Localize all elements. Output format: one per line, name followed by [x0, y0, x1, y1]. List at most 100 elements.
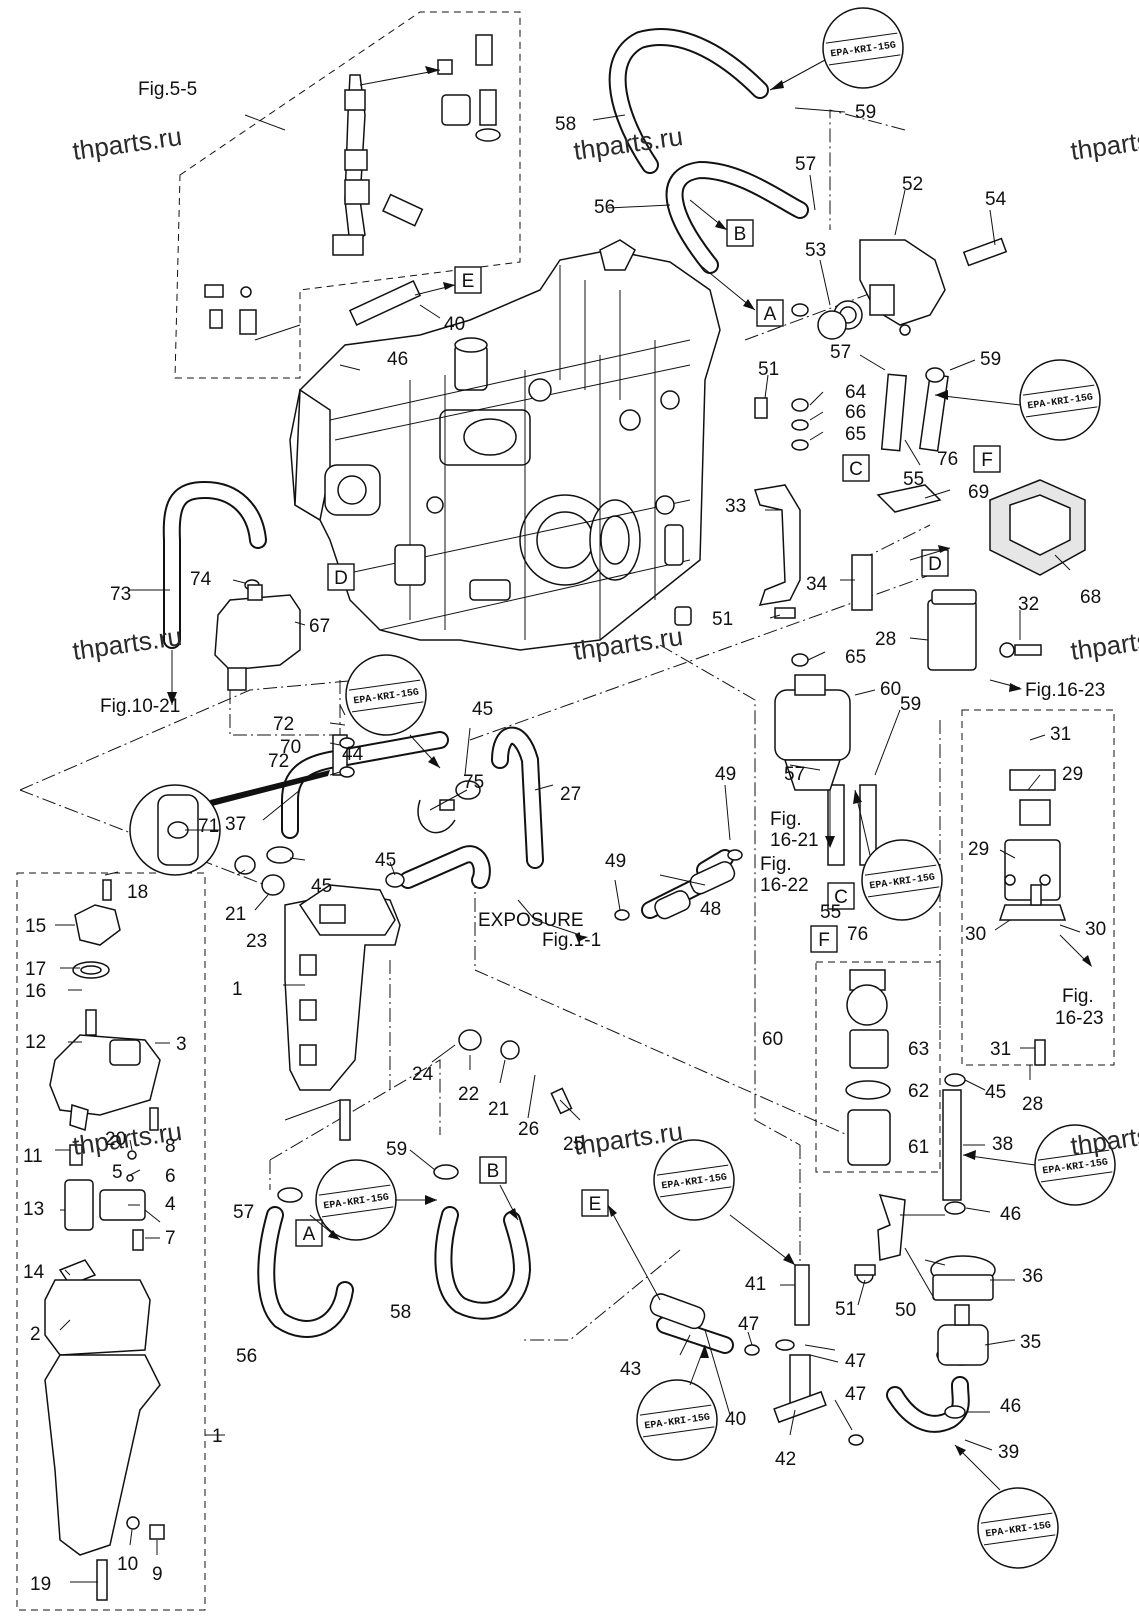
bracket-33 — [754, 484, 873, 611]
watermark-text: thparts.ru — [71, 621, 184, 666]
part-number: 61 — [908, 1137, 929, 1158]
part-number: 53 — [805, 240, 826, 261]
svg-text:B: B — [487, 1161, 500, 1182]
part-number: 11 — [23, 1146, 43, 1167]
left-group-components — [44, 879, 165, 1601]
connector-e-upper: E — [454, 266, 482, 294]
part-number: 1 — [232, 979, 243, 1000]
fig-ref: Fig. — [1062, 986, 1094, 1007]
part-number: 60 — [880, 679, 901, 700]
connector-d-right: D — [921, 549, 949, 577]
fig-5-5-group-outline — [174, 11, 521, 379]
pressure-regulator-52 — [833, 237, 1008, 336]
watermark-text: thparts.ru — [1069, 121, 1139, 166]
fig-ref: 16-23 — [1055, 1008, 1104, 1029]
connector-f-lower: F — [810, 925, 838, 953]
fig-ref: Fig. — [760, 854, 792, 875]
part-number: 60 — [762, 1029, 783, 1050]
routing-line — [829, 109, 906, 230]
part-number: 76 — [937, 449, 958, 470]
part-number: 69 — [968, 482, 989, 503]
part-number: 19 — [30, 1574, 51, 1595]
connector-a-upper: A — [756, 299, 784, 327]
part-number: 51 — [835, 1299, 856, 1320]
part-number: 31 — [990, 1039, 1011, 1060]
part-number: 38 — [992, 1134, 1013, 1155]
vapor-separator-68 — [989, 479, 1086, 576]
part-number: 29 — [968, 839, 989, 860]
part-number: 52 — [902, 174, 923, 195]
part-number: 26 — [518, 1119, 539, 1140]
part-number: 24 — [412, 1064, 434, 1085]
part-number: 13 — [23, 1199, 44, 1220]
part-number: 45 — [311, 876, 332, 897]
svg-text:A: A — [764, 304, 777, 325]
part-number: 8 — [165, 1136, 176, 1157]
part-number: 64 — [845, 382, 867, 403]
part-number: 66 — [845, 402, 866, 423]
svg-text:F: F — [981, 450, 993, 471]
part-number: 44 — [342, 744, 364, 765]
exposure-label: EXPOSURE — [478, 910, 584, 931]
svg-text:D: D — [928, 554, 942, 575]
hoses — [162, 28, 970, 1433]
fig-ref: 16-22 — [760, 875, 809, 896]
fuel-filter-60 — [774, 674, 851, 791]
bolts — [550, 397, 1046, 1276]
part-number: 4 — [165, 1194, 176, 1215]
svg-text:C: C — [834, 887, 848, 908]
routing-line — [659, 644, 801, 1146]
part-number: 48 — [700, 899, 721, 920]
part-number: 33 — [725, 496, 746, 517]
small-rings — [234, 303, 966, 1446]
part-number: 51 — [712, 609, 733, 630]
svg-text:A: A — [303, 1224, 316, 1245]
connector-a-lower: A — [295, 1219, 323, 1247]
part-number: 74 — [190, 569, 212, 590]
part-number: 28 — [875, 629, 896, 650]
clamp-36 — [930, 1255, 996, 1301]
part-number: 23 — [246, 931, 267, 952]
svg-text:B: B — [734, 224, 747, 245]
figure-references: Fig.5-5 Fig.10-21 Fig.16-23 Fig.1-1 EXPO… — [100, 79, 1105, 1029]
detail-magnifier-71 — [129, 770, 330, 876]
part-number: 37 — [225, 814, 246, 835]
connector-f-upper: F — [973, 445, 1001, 473]
watermark-text: thparts.ru — [71, 121, 184, 166]
part-number: 25 — [563, 1134, 584, 1155]
part-number: 41 — [745, 1274, 766, 1295]
fuel-pump-28 — [927, 589, 1015, 671]
connector-arrows — [167, 199, 1092, 1301]
fig-ref: Fig.16-23 — [1025, 680, 1105, 701]
connector-c-upper: C — [842, 454, 870, 482]
routing-line — [269, 1059, 441, 1161]
part-number: 45 — [472, 699, 493, 720]
sleeves-48-43 — [649, 861, 736, 1330]
part-number: 17 — [25, 959, 46, 980]
part-number: 59 — [980, 349, 1001, 370]
part-number: 62 — [908, 1081, 929, 1102]
svg-text:E: E — [589, 1194, 602, 1215]
svg-text:F: F — [818, 930, 830, 951]
part-number: 57 — [830, 342, 851, 363]
stamp-arrows — [395, 59, 1036, 1491]
part-number: 15 — [25, 916, 46, 937]
part-number: 6 — [165, 1166, 176, 1187]
part-number: 10 — [117, 1554, 138, 1575]
part-number: 32 — [1018, 594, 1039, 615]
part-number: 40 — [725, 1409, 746, 1430]
routing-line — [859, 524, 931, 561]
part-number: 57 — [795, 154, 816, 175]
part-number: 47 — [738, 1314, 759, 1335]
part-number: 50 — [895, 1300, 916, 1321]
epa-stamp-9: EPA-KRI-15G — [977, 1487, 1059, 1569]
connector-d-left: D — [327, 563, 355, 591]
part-number: 1 — [212, 1426, 223, 1447]
part-number: 28 — [1022, 1094, 1043, 1115]
part-number: 73 — [110, 584, 131, 605]
watermark-text: thparts.ru — [572, 121, 685, 166]
part-number: 55 — [903, 469, 924, 490]
part-number: 51 — [758, 359, 779, 380]
connector-b-lower: B — [479, 1156, 507, 1184]
part-number: 20 — [105, 1129, 126, 1150]
